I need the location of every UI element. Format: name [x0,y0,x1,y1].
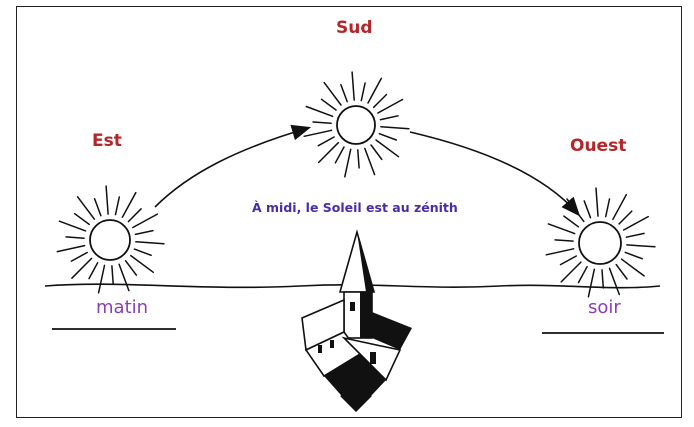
sun-icon [57,186,164,293]
label-south: Sud [336,18,373,38]
arrow-icon [155,128,308,207]
label-west: Ouest [570,136,626,156]
label-evening: soir [588,297,621,318]
label-east: Est [92,131,122,151]
zenith-caption: À midi, le Soleil est au zénith [252,200,458,215]
sun-icon [546,188,655,297]
sun-icon [304,72,409,177]
label-morning: matin [96,297,148,318]
church-icon [302,232,412,412]
